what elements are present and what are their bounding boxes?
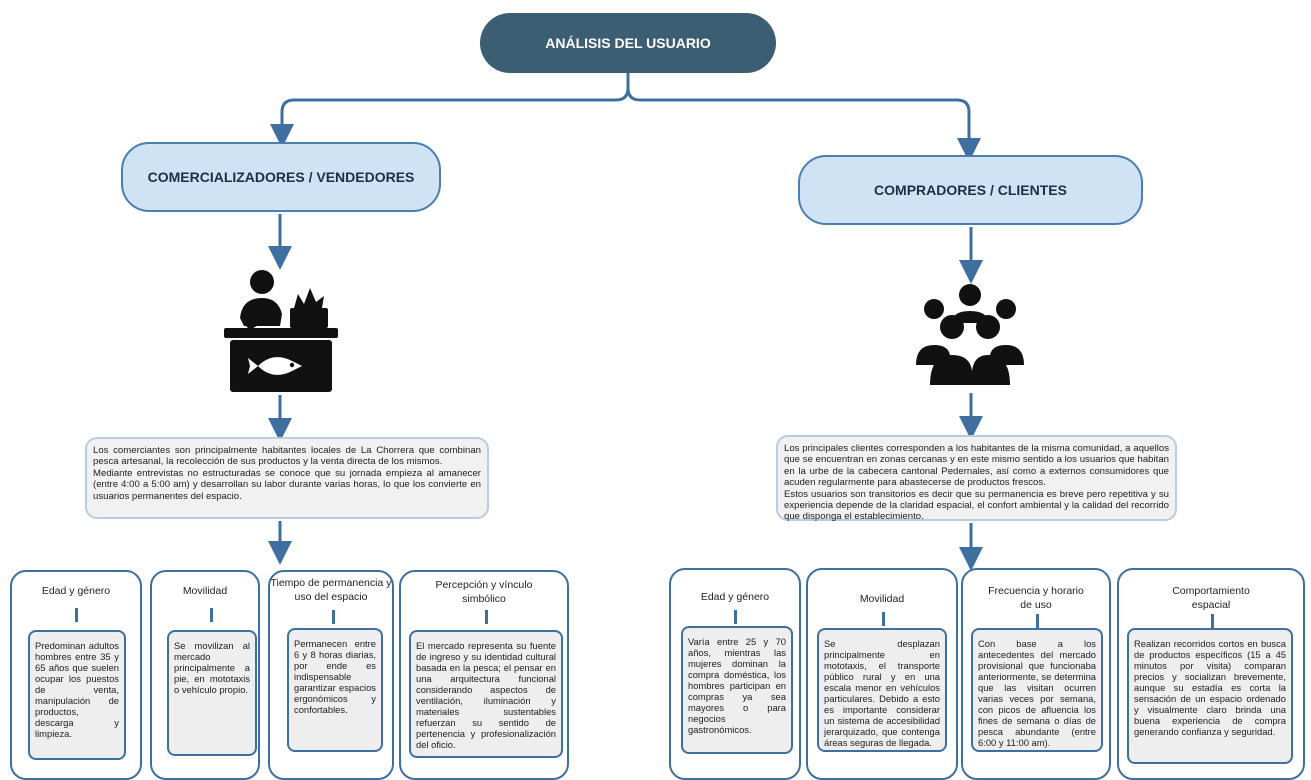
card-percepcion: Percepción y vínculo simbólico El mercad…: [399, 570, 569, 780]
category-label: COMPRADORES / CLIENTES: [874, 182, 1067, 198]
fish-vendor-icon: [224, 270, 338, 392]
card-connector: [332, 610, 335, 624]
description-paragraph: Estos usuarios son transitorios es decir…: [784, 488, 1169, 523]
card-title: Movilidad: [182, 585, 228, 597]
card-title: Edad y género: [700, 591, 770, 603]
card-title: Movilidad: [859, 593, 905, 605]
card-text: Permanecen entre 6 y 8 horas diarias, po…: [287, 628, 383, 752]
card-text: Realizan recorridos cortos en busca de p…: [1127, 628, 1293, 764]
card-title: Comportamiento espacial: [1172, 585, 1250, 611]
category-label: COMERCIALIZADORES / VENDEDORES: [147, 169, 415, 185]
card-text: Con base a los antecedentes del mercado …: [971, 628, 1103, 752]
card-connector: [75, 608, 78, 622]
card-title: Percepción y vínculo simbólico: [435, 579, 533, 605]
card-connector: [1211, 614, 1214, 628]
description-paragraph: Mediante entrevistas no estructuradas se…: [93, 467, 481, 502]
card-text: Se movilizan al mercado principalmente a…: [167, 630, 257, 756]
card-title: Tiempo de permanencia y uso del espacio: [270, 577, 392, 603]
card-connector: [734, 610, 737, 624]
card-text: Predominan adultos hombres entre 35 y 65…: [28, 630, 126, 760]
card-connector: [1036, 614, 1039, 628]
card-text: Varía entre 25 y 70 años, mientras las m…: [681, 626, 793, 754]
card-edad-genero: Edad y género Predominan adultos hombres…: [10, 570, 142, 780]
people-group-icon: [916, 284, 1024, 385]
card-edad-genero: Edad y género Varía entre 25 y 70 años, …: [669, 568, 801, 780]
description-paragraph: Los comerciantes son principalmente habi…: [93, 445, 481, 468]
card-movilidad: Movilidad Se desplazan principalmente en…: [806, 568, 958, 780]
description-paragraph: Los principales clientes corresponden a …: [784, 443, 1169, 489]
category-vendors: COMERCIALIZADORES / VENDEDORES: [121, 142, 441, 212]
root-connector: [626, 87, 981, 162]
card-title: Frecuencia y horario de uso: [988, 585, 1084, 611]
card-tiempo-permanencia: Tiempo de permanencia y uso del espacio …: [268, 570, 394, 780]
card-frecuencia: Frecuencia y horario de uso Con base a l…: [961, 568, 1111, 780]
card-comportamiento: Comportamiento espacial Realizan recorri…: [1117, 568, 1305, 780]
buyers-description: Los principales clientes corresponden a …: [776, 435, 1177, 523]
card-connector: [882, 612, 885, 626]
card-connector: [485, 610, 488, 624]
root-connector: [270, 73, 630, 148]
card-text: El mercado representa su fuente de ingre…: [409, 630, 563, 758]
vendors-description: Los comerciantes son principalmente habi…: [85, 437, 489, 519]
card-title: Edad y género: [41, 585, 111, 597]
root-title-box: ANÁLISIS DEL USUARIO: [480, 13, 776, 73]
root-title: ANÁLISIS DEL USUARIO: [545, 35, 711, 51]
card-movilidad: Movilidad Se movilizan al mercado princi…: [150, 570, 260, 780]
card-connector: [210, 608, 213, 622]
card-text: Se desplazan principalmente en mototaxis…: [817, 628, 947, 752]
category-buyers: COMPRADORES / CLIENTES: [798, 155, 1143, 225]
